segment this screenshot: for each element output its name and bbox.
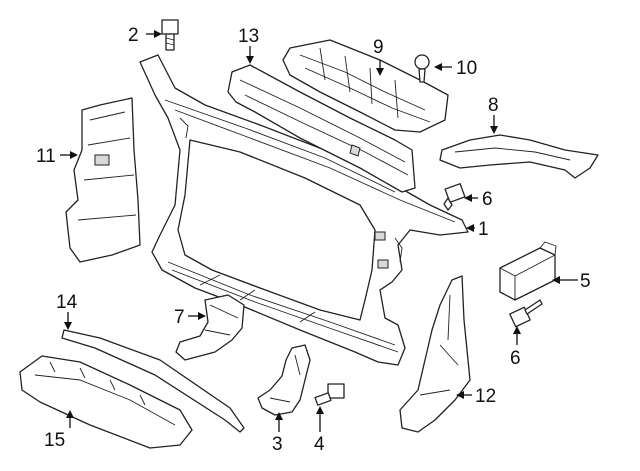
callout-14: 14 — [56, 292, 78, 313]
sensor-module-part — [499, 241, 557, 301]
callout-labels: 1 2 3 4 5 6 6 7 8 9 10 11 12 13 14 15 — [36, 25, 591, 455]
callout-10: 10 — [456, 58, 477, 79]
upper-seal-part — [227, 64, 416, 193]
bolt-2-part — [161, 19, 179, 51]
bolt-6b-part — [509, 299, 543, 328]
callout-5: 5 — [580, 271, 591, 292]
callout-9: 9 — [373, 37, 384, 58]
lower-bracket-part — [175, 294, 245, 361]
callout-1: 1 — [478, 219, 489, 240]
callout-13: 13 — [238, 26, 259, 47]
bolt-4-part — [314, 383, 345, 406]
callout-7: 7 — [174, 307, 185, 328]
lower-seal-strip-part — [61, 329, 245, 433]
clip-10-part — [414, 54, 430, 83]
callout-11: 11 — [36, 146, 56, 167]
callout-3: 3 — [272, 434, 283, 455]
left-side-baffle-part — [65, 97, 141, 263]
bolt-6a-part — [443, 183, 466, 211]
callout-8: 8 — [488, 95, 499, 116]
callout-6b: 6 — [510, 348, 521, 369]
latch-bracket-part — [257, 344, 311, 416]
callout-2: 2 — [128, 25, 139, 46]
callout-12: 12 — [475, 386, 496, 407]
right-side-baffle-part — [399, 275, 471, 433]
radiator-support-part — [139, 54, 469, 366]
support-bracket-part — [439, 134, 599, 179]
lower-shield-part — [19, 355, 193, 449]
callout-4: 4 — [314, 434, 325, 455]
callout-6a: 6 — [482, 189, 493, 210]
callout-15: 15 — [44, 430, 65, 451]
leader-lines — [60, 30, 578, 432]
